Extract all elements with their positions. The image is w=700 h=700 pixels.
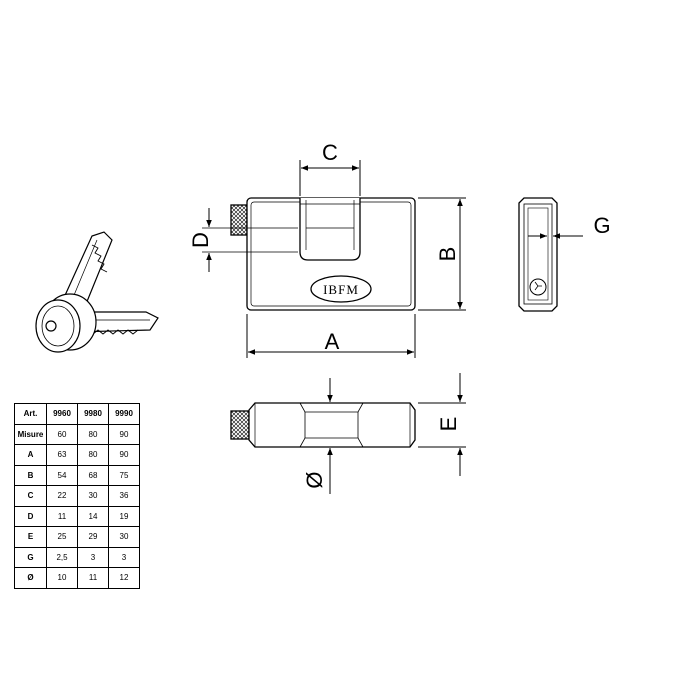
table-row: D 11 14 19 [14, 505, 140, 527]
padlock-top-view [230, 402, 416, 448]
table-row: C 22 30 36 [14, 485, 140, 507]
table-header-cell: Art. [14, 403, 47, 425]
dimension-diameter-label: Ø [302, 471, 327, 488]
table-cell: 19 [108, 505, 140, 527]
table-cell: 90 [108, 423, 140, 445]
dimension-a-label: A [325, 329, 340, 354]
table-cell: 63 [46, 444, 78, 466]
keys-illustration [35, 231, 159, 353]
dimension-g-label: G [593, 213, 610, 238]
table-cell: 68 [77, 464, 109, 486]
brand-plate [310, 275, 372, 303]
table-header-cell: 9960 [46, 403, 78, 425]
table-cell: 22 [46, 485, 78, 507]
table-cell: 25 [46, 526, 78, 548]
table-row: Misure 60 80 90 [14, 423, 140, 445]
dimension-c [299, 160, 361, 196]
table-header-row: Art. 9960 9980 9990 [14, 403, 140, 425]
table-cell: 14 [77, 505, 109, 527]
table-cell: 60 [46, 423, 78, 445]
bolt-knob-front [230, 204, 248, 236]
table-cell: 10 [46, 567, 78, 589]
table-header-cell: 9980 [77, 403, 109, 425]
table-cell: 3 [77, 546, 109, 568]
table-cell: 75 [108, 464, 140, 486]
table-cell: 11 [46, 505, 78, 527]
table-header-cell: 9990 [108, 403, 140, 425]
table-cell: 11 [77, 567, 109, 589]
key-bow-front [35, 299, 81, 353]
padlock-front-view [230, 197, 416, 311]
table-row-label: Misure [14, 423, 47, 445]
table-row-label: Ø [14, 567, 47, 589]
dimension-b [418, 197, 466, 311]
table-row-label: B [14, 464, 47, 486]
lock-body-side [518, 197, 558, 312]
table-cell: 12 [108, 567, 140, 589]
dimension-a [246, 314, 416, 358]
dimension-c-label: C [322, 140, 338, 165]
table-row: E 25 29 30 [14, 526, 140, 548]
table-cell: 3 [108, 546, 140, 568]
bolt-knob-top [230, 410, 250, 440]
brand-text: IBFM [323, 282, 359, 297]
key-blade-upright [61, 231, 113, 305]
table-row-label: C [14, 485, 47, 507]
padlock-side-view [518, 197, 558, 312]
lock-body-top [248, 402, 416, 448]
table-cell: 90 [108, 444, 140, 466]
table-cell: 80 [77, 444, 109, 466]
table-cell: 29 [77, 526, 109, 548]
dimension-e [418, 373, 466, 476]
dimension-d [202, 208, 298, 272]
table-row: G 2,5 3 3 [14, 546, 140, 568]
table-cell: 30 [77, 485, 109, 507]
keyhole-cylinder [529, 278, 547, 296]
table-row: B 54 68 75 [14, 464, 140, 486]
table-row: A 63 80 90 [14, 444, 140, 466]
table-cell: 80 [77, 423, 109, 445]
dimension-e-label: E [436, 417, 461, 432]
table-row: Ø 10 11 12 [14, 567, 140, 589]
table-row-label: G [14, 546, 47, 568]
table-row-label: E [14, 526, 47, 548]
table-row-label: A [14, 444, 47, 466]
table-cell: 2,5 [46, 546, 78, 568]
table-cell: 36 [108, 485, 140, 507]
dimensions-table: Art. 9960 9980 9990 Misure 60 80 90 A 63… [14, 403, 140, 589]
dimension-d-label: D [188, 232, 213, 248]
key-hole [45, 320, 57, 332]
dimension-b-label: B [435, 247, 460, 262]
table-cell: 54 [46, 464, 78, 486]
shackle-slot [299, 198, 361, 261]
table-row-label: D [14, 505, 47, 527]
table-cell: 30 [108, 526, 140, 548]
